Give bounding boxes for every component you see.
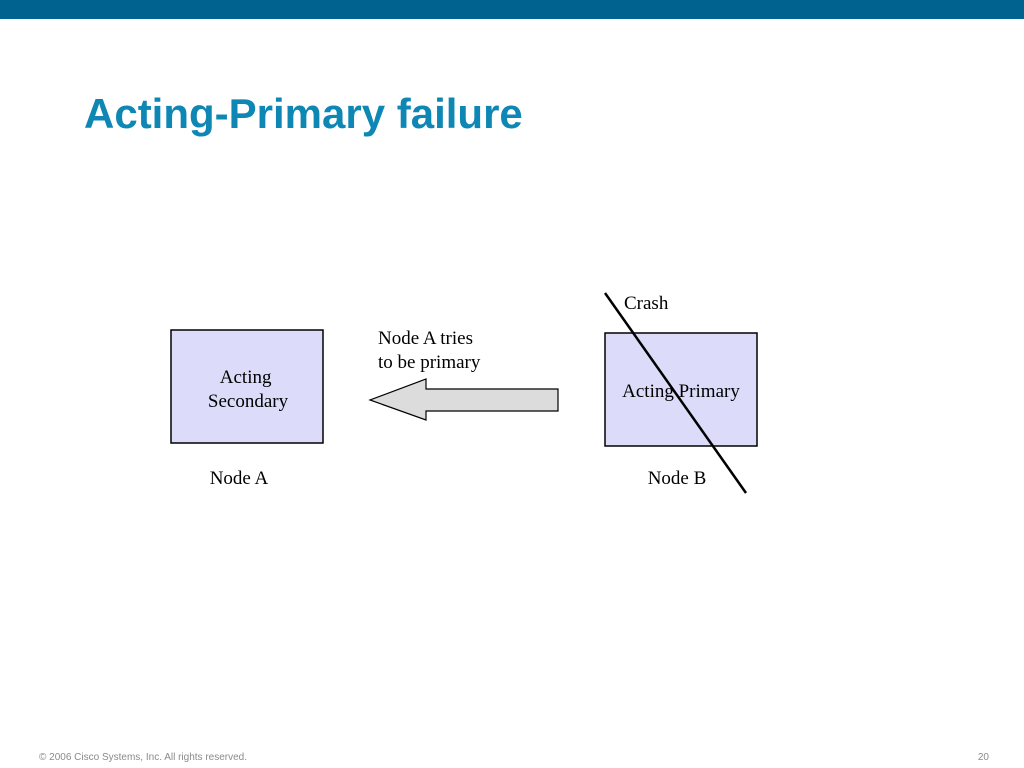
node-a-box-line-1: Acting <box>220 367 272 388</box>
header-bar <box>0 0 1024 19</box>
arrow-label: Node A tries to be primary <box>378 328 481 373</box>
crash-strike-line <box>603 292 748 494</box>
crash-label: Crash <box>624 293 669 314</box>
node-a-box-line-2: Secondary <box>208 391 289 412</box>
node-b-box <box>604 332 758 447</box>
node-a-box <box>170 329 324 444</box>
node-b-label: Node B <box>648 468 707 489</box>
page-number: 20 <box>977 752 989 763</box>
slide-title: Acting-Primary failure <box>84 90 523 137</box>
arrow-label-line-2: to be primary <box>378 352 481 373</box>
node-b-box-text: Acting Primary <box>622 381 740 402</box>
node-a-box-text: Acting Secondary <box>208 367 289 412</box>
node-a-label: Node A <box>210 468 269 489</box>
arrow-label-line-1: Node A tries <box>378 328 473 349</box>
failover-arrow <box>368 378 559 421</box>
footer-copyright: © 2006 Cisco Systems, Inc. All rights re… <box>39 752 248 763</box>
